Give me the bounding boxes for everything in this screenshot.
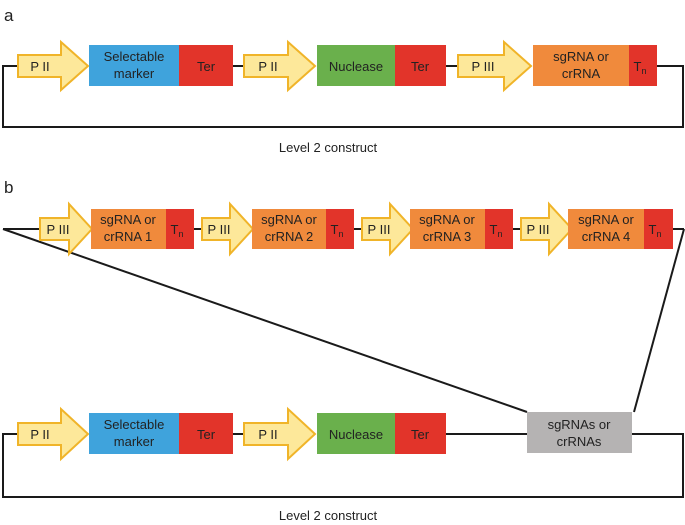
panel-b-terminator-2: Ter	[395, 413, 446, 454]
promoter-label: P II	[30, 59, 49, 74]
guide-label-line-1: sgRNA or	[578, 212, 634, 227]
panel-b-expansion-line-right	[633, 228, 685, 413]
nuclease-label: Nuclease	[329, 59, 383, 74]
panel-b-terminator-1: Ter	[179, 413, 233, 454]
panel-b-promoter-1: P II	[17, 406, 90, 462]
terminator-label: Tn	[649, 222, 662, 239]
panel-a-promoter-1: P II	[17, 39, 90, 93]
panel-b-label: b	[4, 178, 13, 197]
guide-rna-box	[252, 209, 326, 249]
panel-a-caption: Level 2 construct	[279, 140, 378, 155]
panel-a-promoter-3: P III	[457, 39, 533, 93]
terminator-box	[485, 209, 513, 249]
nuclease-label: Nuclease	[329, 427, 383, 442]
panel-b-array-unit-2: P III sgRNA or crRNA 2 Tn	[201, 201, 354, 257]
panel-a-nuclease: Nuclease	[317, 45, 395, 86]
promoter-label: P III	[368, 222, 391, 237]
guide-rna-box	[568, 209, 644, 249]
promoter-label: P II	[30, 427, 49, 442]
promoter-label: P III	[208, 222, 231, 237]
terminator-label: Ter	[197, 427, 216, 442]
terminator-box	[326, 209, 354, 249]
guide-label-line-1: sgRNA or	[100, 212, 156, 227]
panel-a-guide-rna: sgRNA or crRNA	[533, 45, 629, 86]
guides-label-line-1: sgRNAs or	[548, 417, 612, 432]
panel-b-array-unit-4: P III sgRNA or crRNA 4 Tn	[520, 201, 673, 257]
marker-label-line-2: marker	[114, 66, 155, 81]
terminator-box	[166, 209, 194, 249]
terminator-label: Tn	[331, 222, 344, 239]
promoter-label: P III	[527, 222, 550, 237]
promoter-label: P II	[258, 427, 277, 442]
guide-label-line-1: sgRNA or	[419, 212, 475, 227]
panel-b-backbone	[2, 433, 684, 498]
panel-a-promoter-2: P II	[243, 39, 317, 93]
guide-label-line-1: sgRNA or	[261, 212, 317, 227]
terminator-box	[644, 209, 673, 249]
guide-label-line-2: crRNA 1	[104, 229, 152, 244]
terminator-label: Tn	[171, 222, 184, 239]
panel-a-terminator-3: Tn	[629, 45, 657, 86]
panel-b-array-unit-3: P III sgRNA or crRNA 3 Tn	[361, 201, 513, 257]
guide-label-line-2: crRNA	[562, 66, 601, 81]
panel-b-caption: Level 2 construct	[279, 508, 378, 523]
panel-b-selectable-marker: Selectable marker	[89, 413, 179, 454]
panel-a-backbone	[2, 65, 684, 128]
guide-rna-box	[91, 209, 166, 249]
panel-a-terminator-1: Ter	[179, 45, 233, 86]
panel-b-array-unit-1: P III sgRNA or crRNA 1 Tn	[39, 201, 194, 257]
panel-b-guides-box: sgRNAs or crRNAs	[527, 412, 632, 453]
marker-label-line-1: Selectable	[104, 49, 165, 64]
marker-label-line-2: marker	[114, 434, 155, 449]
panel-a-label: a	[4, 6, 14, 25]
guide-label-line-2: crRNA 3	[423, 229, 471, 244]
panel-b-nuclease: Nuclease	[317, 413, 395, 454]
panel-a-selectable-marker: Selectable marker	[89, 45, 179, 86]
terminator-label: Ter	[411, 59, 430, 74]
guide-rna-box	[410, 209, 485, 249]
guide-label-line-2: crRNA 2	[265, 229, 313, 244]
marker-label-line-1: Selectable	[104, 417, 165, 432]
terminator-label: Tn	[490, 222, 503, 239]
terminator-label: Ter	[197, 59, 216, 74]
panel-b-promoter-2: P II	[243, 406, 317, 462]
promoter-label: P III	[47, 222, 70, 237]
terminator-label: Tn	[634, 59, 647, 76]
terminator-label: Ter	[411, 427, 430, 442]
guides-label-line-2: crRNAs	[557, 434, 602, 449]
guide-label-line-1: sgRNA or	[553, 49, 609, 64]
promoter-label: P III	[472, 59, 495, 74]
panel-a-terminator-2: Ter	[395, 45, 446, 86]
guide-label-line-2: crRNA 4	[582, 229, 630, 244]
panel-b-expansion-line-left	[2, 228, 528, 413]
promoter-label: P II	[258, 59, 277, 74]
